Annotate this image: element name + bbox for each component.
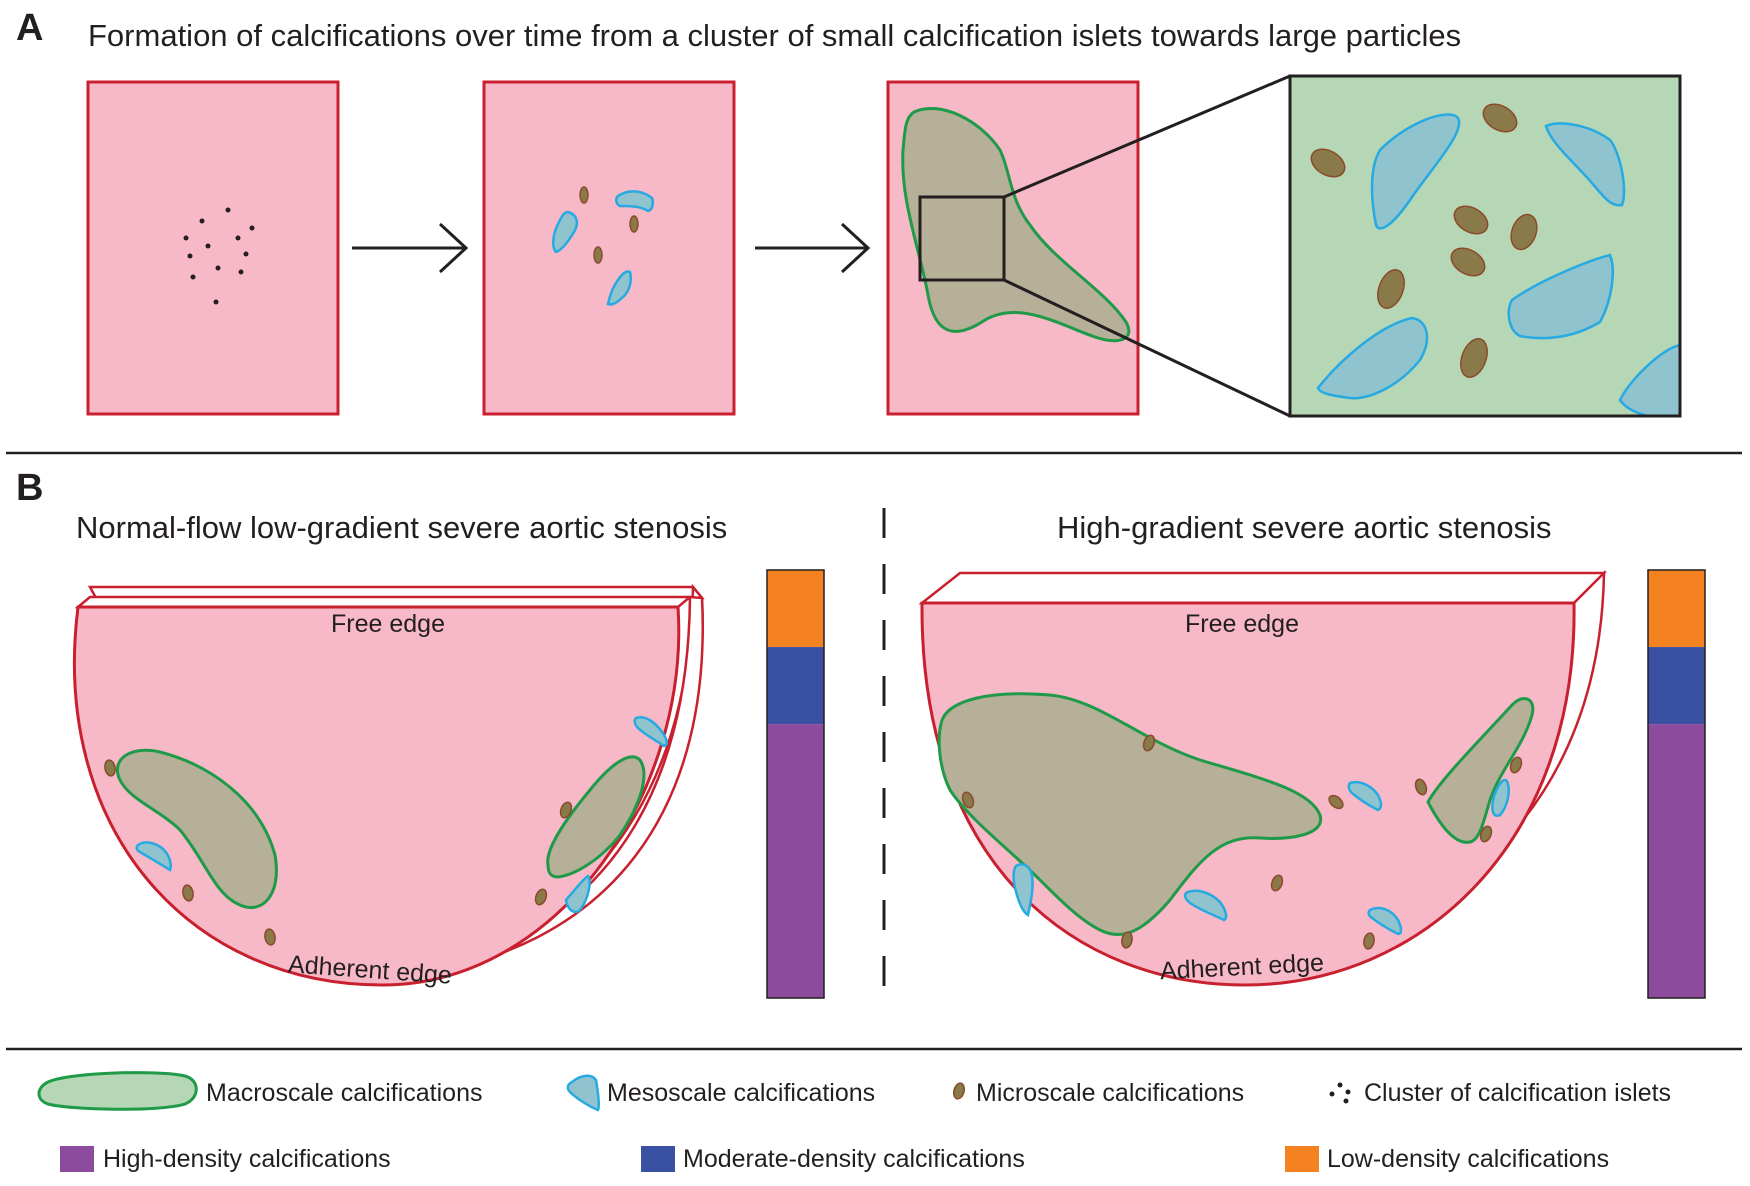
right-density-bar: [1647, 569, 1706, 999]
legend-moderate-density-label: Moderate-density calcifications: [683, 1145, 1025, 1173]
panel-a-title: Formation of calcifications over time fr…: [88, 18, 1461, 53]
legend: Macroscale calcifications Mesoscale calc…: [37, 1071, 1671, 1173]
low-density-swatch: [1285, 1146, 1319, 1172]
legend-low-density-label: Low-density calcifications: [1327, 1145, 1609, 1173]
legend-microscale-label: Microscale calcifications: [976, 1079, 1244, 1107]
legend-high-density-label: High-density calcifications: [103, 1145, 391, 1173]
islet-dots: [183, 207, 255, 305]
legend-cluster: Cluster of calcification islets: [1329, 1079, 1671, 1107]
legend-moderate-density: Moderate-density calcifications: [641, 1145, 1025, 1173]
high-density-swatch: [60, 1146, 94, 1172]
right-free-edge-label: Free edge: [1185, 610, 1299, 638]
arrow-right-icon: [755, 222, 871, 274]
panel-b-letter: B: [16, 467, 43, 509]
right-leaflet: Free edge Adherent edge: [918, 569, 1608, 987]
zoom-microscale-particles: [1310, 103, 1538, 378]
legend-macroscale-label: Macroscale calcifications: [206, 1079, 483, 1107]
legend-high-density: High-density calcifications: [60, 1145, 391, 1173]
zoom-lines: [1003, 74, 1291, 418]
arrow-right-icon: [352, 222, 469, 274]
left-free-edge-label: Free edge: [331, 610, 445, 638]
legend-cluster-label: Cluster of calcification islets: [1364, 1079, 1671, 1107]
macroscale-particle: [901, 106, 1131, 343]
legend-mesoscale-label: Mesoscale calcifications: [607, 1079, 875, 1107]
macroscale-swatch-icon: [37, 1071, 198, 1111]
microscale-swatch-icon: [952, 1082, 966, 1100]
left-leaflet: Free edge Adherent edge: [72, 583, 705, 990]
moderate-density-swatch: [641, 1146, 675, 1172]
right-panel-title: High-gradient severe aortic stenosis: [1057, 510, 1552, 545]
legend-mesoscale: Mesoscale calcifications: [566, 1074, 875, 1112]
zoom-mesoscale-particles: [1316, 113, 1680, 416]
cluster-swatch-icon: [1329, 1082, 1351, 1104]
legend-low-density: Low-density calcifications: [1285, 1145, 1609, 1173]
legend-macroscale: Macroscale calcifications: [37, 1071, 483, 1111]
stage-1-islet-cluster: [86, 80, 340, 416]
left-panel-title: Normal-flow low-gradient severe aortic s…: [76, 510, 727, 545]
low-density-segment: [767, 570, 824, 648]
zoomed-view: [1288, 74, 1682, 418]
high-density-segment: [1648, 724, 1705, 998]
panel-a-letter: A: [16, 7, 43, 49]
stage-3-large-particle: [886, 80, 1140, 416]
stage-2-small-particles: [482, 80, 736, 416]
moderate-density-segment: [1648, 647, 1705, 725]
mesoscale-swatch-icon: [566, 1074, 601, 1112]
moderate-density-segment: [767, 647, 824, 725]
left-density-bar: [766, 569, 825, 999]
low-density-segment: [1648, 570, 1705, 648]
zoom-region: [918, 195, 1006, 282]
legend-microscale: Microscale calcifications: [952, 1079, 1244, 1107]
high-density-segment: [767, 724, 824, 998]
